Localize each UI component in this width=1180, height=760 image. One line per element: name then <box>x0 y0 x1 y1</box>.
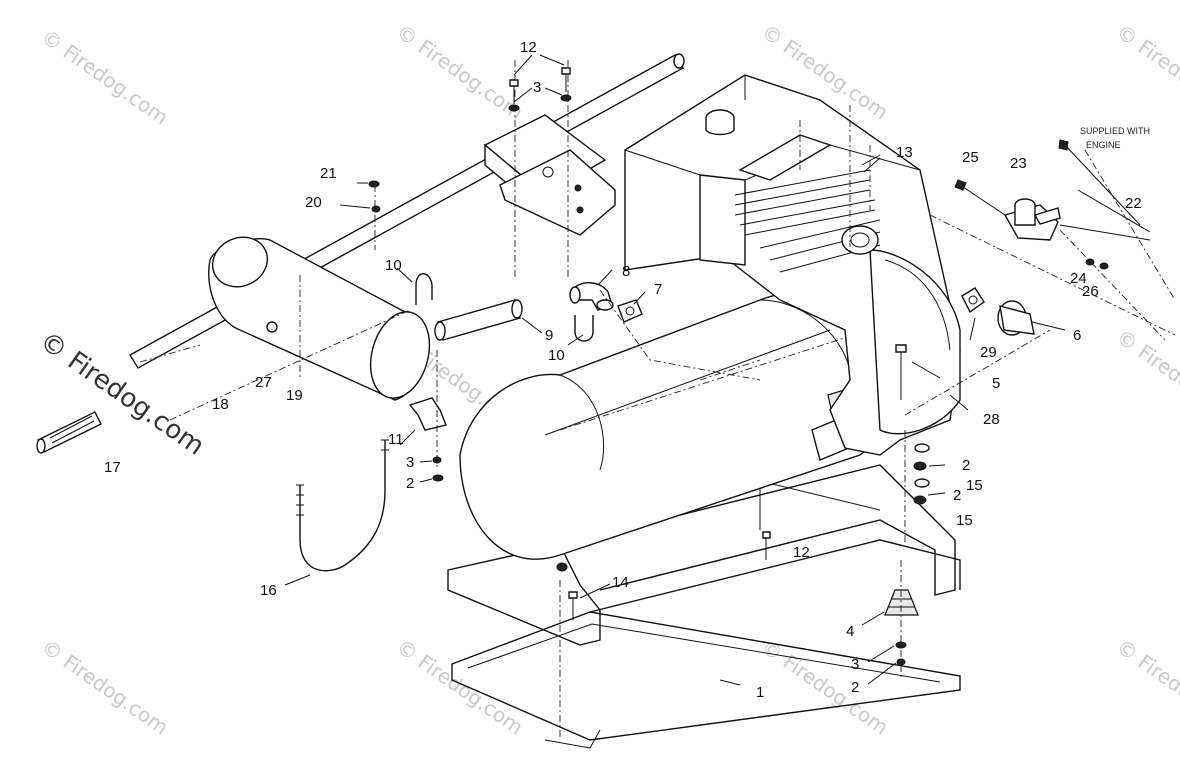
watermark: © Firedog.com <box>1112 634 1180 739</box>
callout-8: 8 <box>622 263 630 280</box>
supplied-note-line2: ENGINE <box>1086 140 1121 150</box>
callout-26: 26 <box>1082 283 1099 300</box>
callout-4: 4 <box>846 623 854 640</box>
watermark: © Firedog.com <box>392 19 528 124</box>
u-bolt-16 <box>296 439 389 572</box>
callout-2-right-b: 2 <box>953 487 961 504</box>
reference-lines <box>139 145 1176 470</box>
fitting-6 <box>997 300 1035 336</box>
callout-2-left: 2 <box>406 475 414 492</box>
callout-25: 25 <box>962 149 979 166</box>
callout-29: 29 <box>980 344 997 361</box>
callout-2-bottom: 2 <box>851 679 859 696</box>
callout-15-a: 15 <box>966 477 983 494</box>
watermark: © Firedog.com <box>1112 19 1180 124</box>
callout-10-bottom: 10 <box>548 347 565 364</box>
bolt-14 <box>556 562 578 620</box>
callout-18: 18 <box>212 396 229 413</box>
bolt-12-top <box>508 67 572 112</box>
muffler <box>208 236 431 401</box>
callout-7: 7 <box>654 281 662 298</box>
callout-20: 20 <box>305 194 322 211</box>
callout-3-top: 3 <box>533 79 541 96</box>
callout-22: 22 <box>1125 195 1142 212</box>
bolt-5 <box>895 344 907 400</box>
generator-housing <box>459 293 901 560</box>
screw-22 <box>1058 139 1151 233</box>
callout-17: 17 <box>104 459 121 476</box>
fasteners-24-26 <box>1085 258 1109 270</box>
muffler-bracket <box>483 60 616 280</box>
washer-stack-right <box>904 430 930 545</box>
watermark: © Firedog.com <box>1112 324 1180 429</box>
rubber-mount-4 <box>884 560 919 680</box>
callout-13: 13 <box>896 144 913 161</box>
pipe-9 <box>434 299 523 341</box>
u-clamp-top <box>415 273 433 305</box>
callout-3-left: 3 <box>406 454 414 471</box>
callout-10-top: 10 <box>385 257 402 274</box>
callout-24: 24 <box>1070 270 1087 287</box>
bolt-12-center <box>762 531 771 560</box>
callout-3-bottom: 3 <box>851 656 859 673</box>
callout-23: 23 <box>1010 155 1027 172</box>
callout-5: 5 <box>992 375 1000 392</box>
callout-12-center: 12 <box>793 544 810 561</box>
watermark: © Firedog.com <box>392 634 528 739</box>
watermark: © Firedog.com <box>37 634 173 739</box>
engine <box>624 74 961 456</box>
callout-1: 1 <box>756 684 764 701</box>
callout-19: 19 <box>286 387 303 404</box>
u-clamp-bottom <box>574 315 594 342</box>
callout-6: 6 <box>1073 327 1081 344</box>
gasket-7 <box>617 299 643 323</box>
supplied-note-line1: SUPPLIED WITH <box>1080 126 1150 136</box>
callout-21: 21 <box>320 165 337 182</box>
callout-15-b: 15 <box>956 512 973 529</box>
tail-pipe <box>36 411 102 454</box>
base-frame <box>451 539 961 749</box>
callout-27: 27 <box>255 374 272 391</box>
callout-28: 28 <box>983 411 1000 428</box>
callout-14: 14 <box>612 574 629 591</box>
callout-labels: 12 3 13 21 20 10 8 7 9 10 27 19 18 11 17… <box>104 39 1150 701</box>
watermark: © Firedog.com <box>757 634 893 739</box>
callout-16: 16 <box>260 582 277 599</box>
nuts-left <box>368 180 444 482</box>
callout-12-top: 12 <box>520 39 537 56</box>
watermark: © Firedog.com <box>37 24 173 129</box>
callout-11: 11 <box>388 431 404 448</box>
bracket-11 <box>408 397 447 431</box>
leader-lines <box>284 54 1066 686</box>
fuel-valve-23 <box>954 179 1151 241</box>
callout-9: 9 <box>545 327 553 344</box>
gasket-29 <box>961 287 985 314</box>
callout-2-right-a: 2 <box>962 457 970 474</box>
elbow-8 <box>569 282 614 311</box>
